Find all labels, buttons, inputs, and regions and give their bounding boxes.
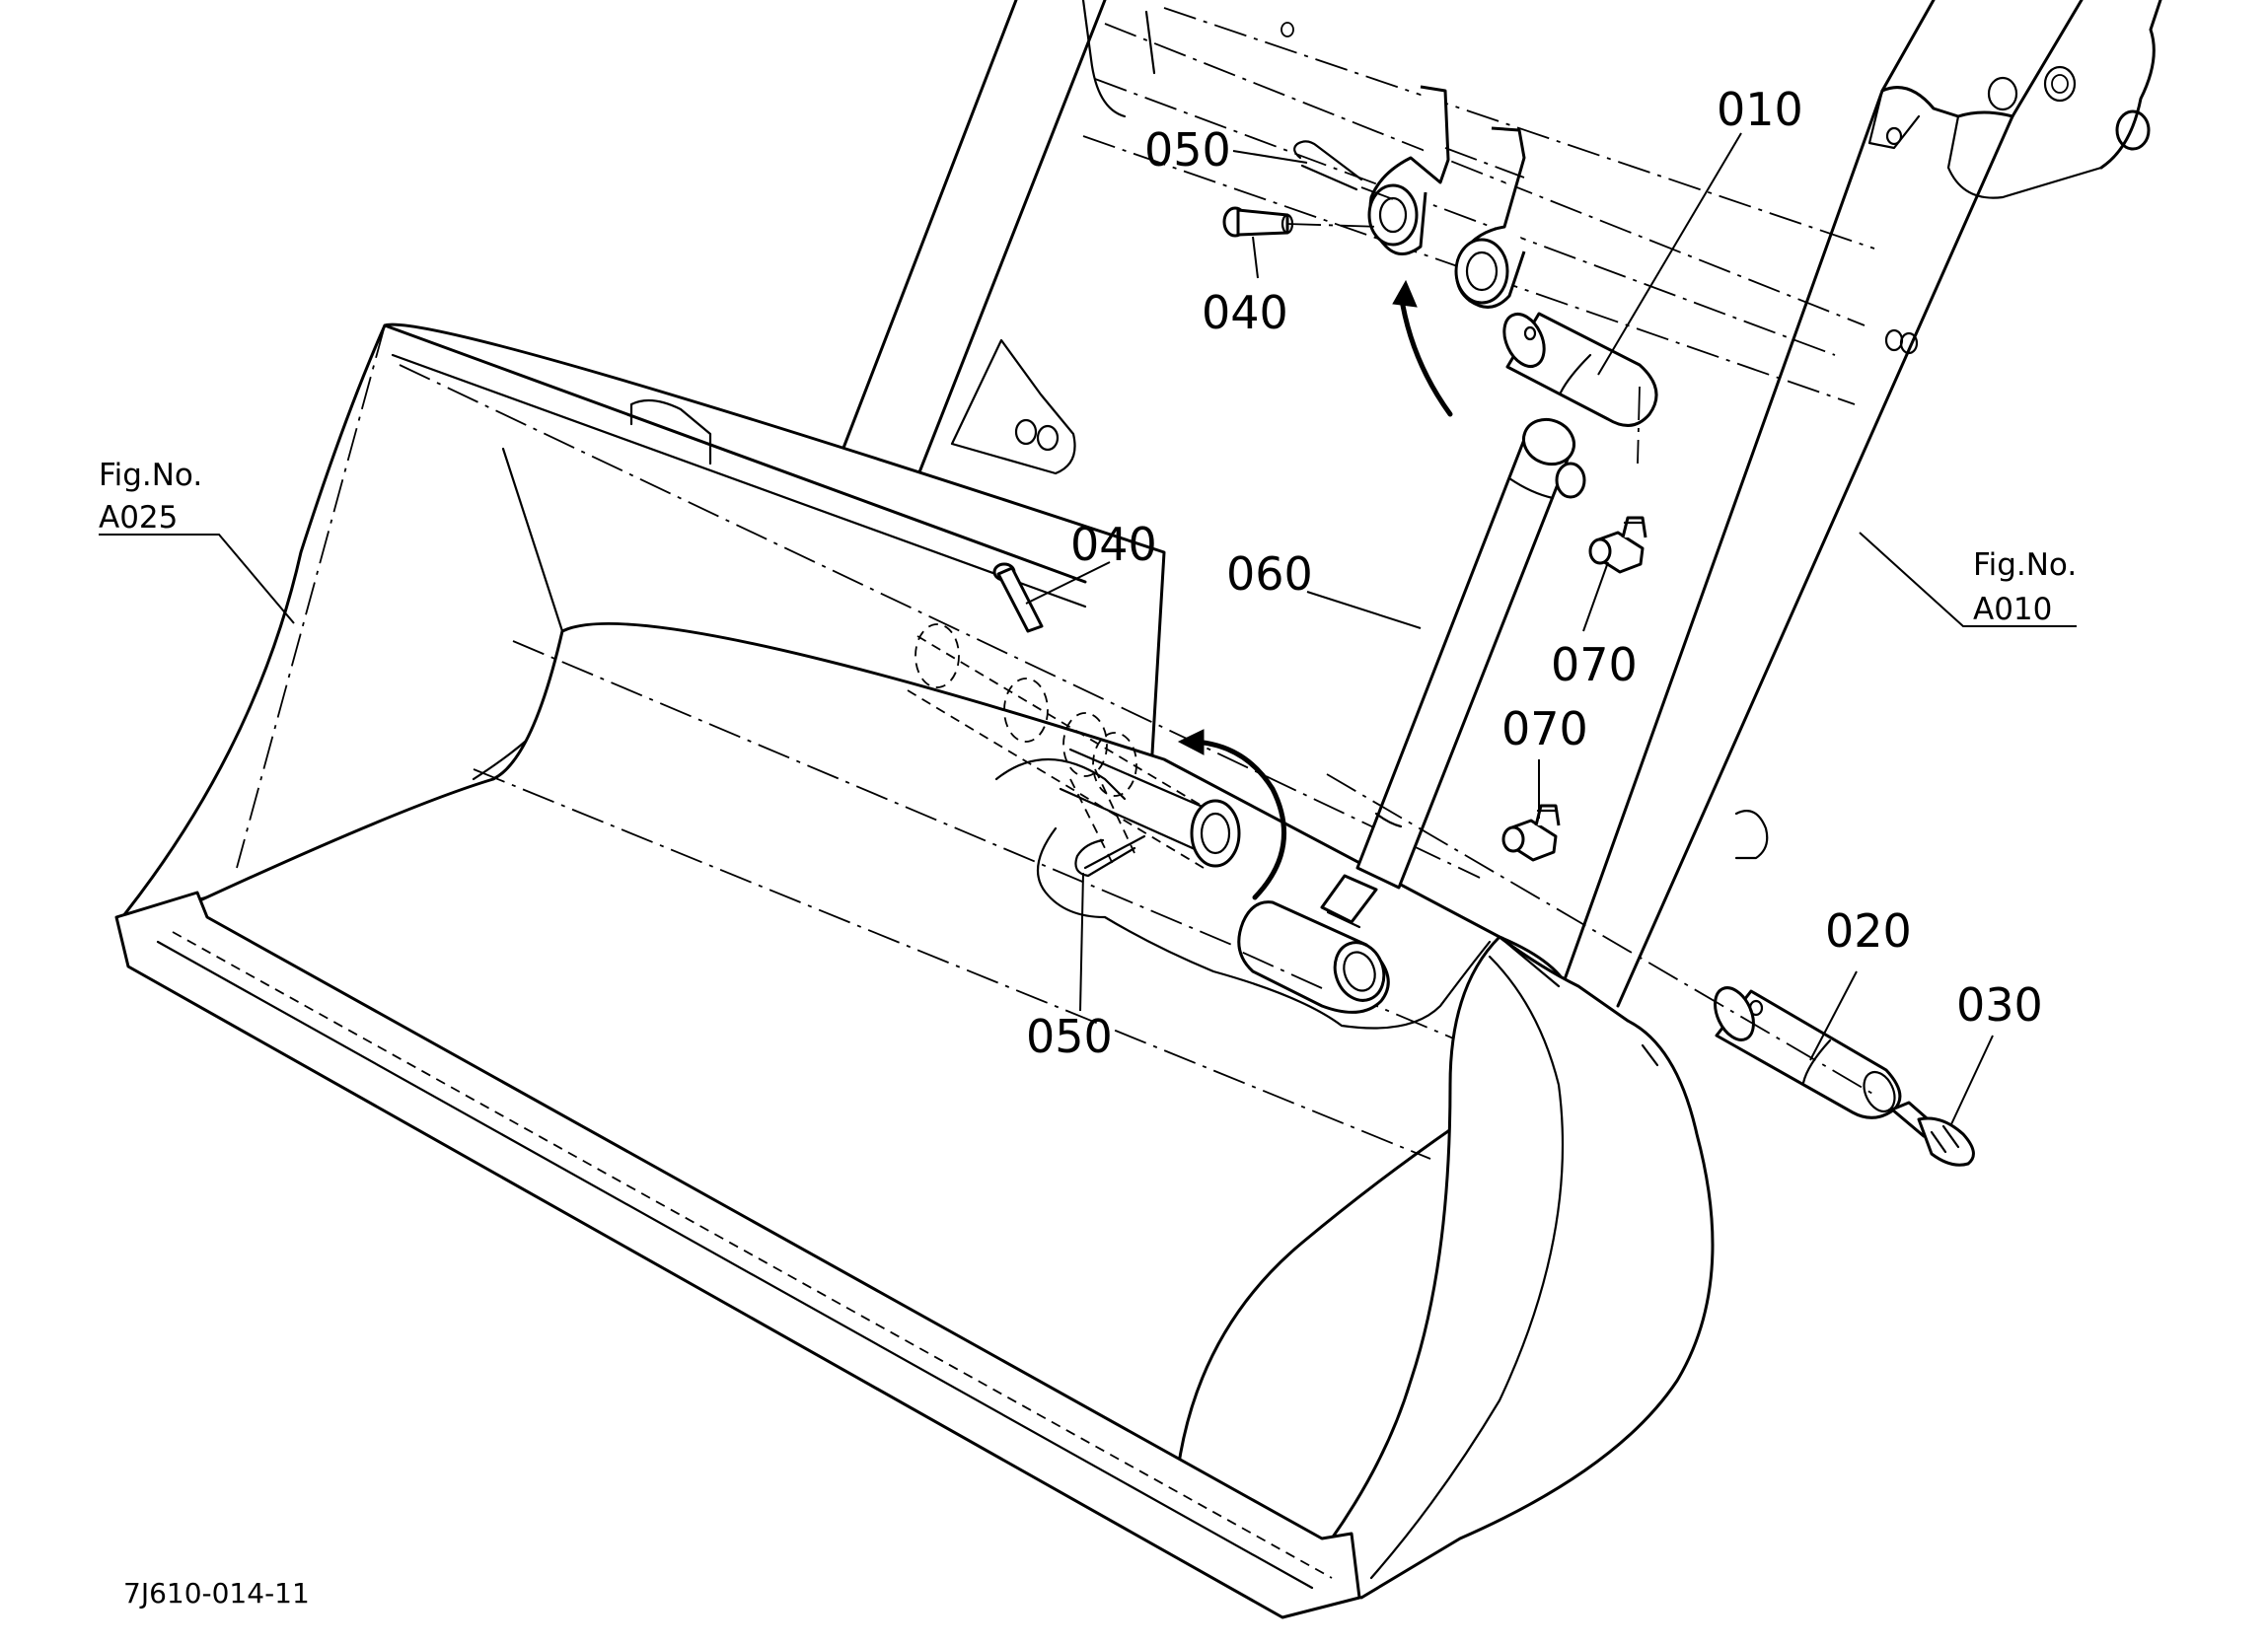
callout-060: 060 bbox=[1226, 547, 1313, 601]
callout-070-upper: 070 bbox=[1551, 638, 1638, 691]
clip-050-top bbox=[1293, 140, 1363, 191]
figure-ref-a025: Fig.No. A025 bbox=[99, 458, 202, 536]
grease-fitting-070-lower bbox=[1501, 804, 1561, 862]
rotation-arrow-top bbox=[1392, 279, 1453, 417]
callout-040-top: 040 bbox=[1202, 286, 1288, 339]
figure-ref-a010-line1: Fig.No. bbox=[1973, 547, 2077, 583]
pin-020 bbox=[1714, 986, 1902, 1119]
pin-040-top bbox=[1222, 206, 1294, 238]
pivot-tube bbox=[907, 623, 1241, 869]
callout-070-lower: 070 bbox=[1501, 702, 1588, 755]
figure-ref-a010: Fig.No. A010 bbox=[1973, 547, 2077, 627]
figure-ref-a010-line2: A010 bbox=[1973, 592, 2052, 627]
pin-040-mid bbox=[992, 562, 1044, 633]
top-bracket bbox=[1367, 85, 1526, 309]
callout-030: 030 bbox=[1956, 978, 2043, 1032]
callout-050-top: 050 bbox=[1144, 123, 1231, 177]
rotation-arrow-bottom bbox=[1177, 729, 1286, 900]
leader-lines bbox=[99, 132, 2077, 1125]
grease-fitting-070-upper bbox=[1588, 516, 1647, 574]
grease-fitting-030 bbox=[1890, 1101, 1975, 1167]
figure-ref-a025-line1: Fig.No. bbox=[99, 458, 202, 493]
figure-ref-a025-line2: A025 bbox=[99, 500, 178, 536]
callout-labels: 010 020 030 040 040 050 050 060 070 070 bbox=[1026, 83, 2043, 1063]
assembly-lines bbox=[1240, 186, 1875, 1096]
callout-040-mid: 040 bbox=[1070, 518, 1157, 571]
hydraulic-cylinder bbox=[1237, 417, 1586, 1014]
pin-010 bbox=[1502, 312, 1658, 427]
callout-050-bottom: 050 bbox=[1026, 1010, 1113, 1063]
callout-010: 010 bbox=[1717, 83, 1803, 136]
callout-020: 020 bbox=[1825, 904, 1912, 958]
drawing-code: 7J610-014-11 bbox=[123, 1577, 310, 1610]
loader-arm-frame bbox=[807, 0, 2162, 1008]
